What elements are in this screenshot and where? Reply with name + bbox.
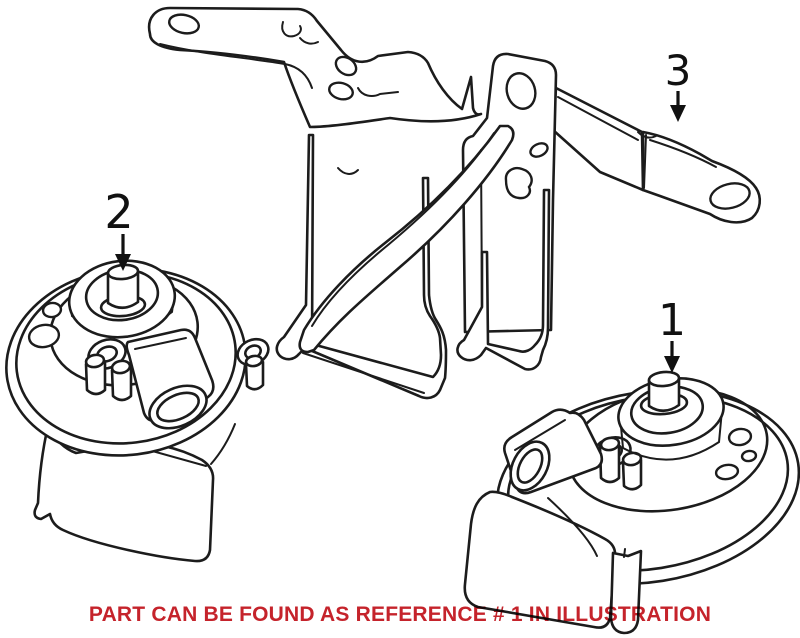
horn-left-post [106, 270, 140, 310]
bracket-strap [298, 124, 515, 354]
bracket-kidney-hole [504, 166, 533, 200]
bracket-right-leg [456, 188, 551, 371]
horn-right-tube [609, 549, 643, 635]
horn-left-connector-socket [148, 384, 208, 430]
horn-right-post [647, 377, 681, 413]
bracket-teardrop-hole-2 [328, 81, 354, 101]
bracket-arm-end-hole [168, 13, 200, 35]
bracket-arm-hole [709, 182, 751, 210]
bracket-squiggle-4 [637, 131, 657, 139]
mounting-bracket-drawing [147, 6, 762, 400]
ref-label-1: 1 [658, 295, 686, 346]
horn-left-terminal [110, 366, 133, 402]
bracket-oval-hole [529, 142, 549, 158]
bracket-teardrop-hole-1 [334, 55, 358, 77]
horn-left-terminal [84, 360, 107, 396]
horn-right-connector-socket [509, 440, 551, 492]
horn-right-terminal [621, 458, 643, 491]
reference-labels: 2 1 3 [104, 46, 691, 373]
bracket-squiggle-2 [357, 87, 399, 97]
horn-left-drawing [5, 259, 270, 563]
ref-label-3: 3 [665, 46, 692, 95]
bracket-left-leg [275, 133, 448, 400]
bracket-tab-hole [505, 72, 537, 110]
bracket-left-arm [147, 6, 483, 129]
bracket-squiggle-1 [281, 21, 319, 45]
caption-text: PART CAN BE FOUND AS REFERENCE # 1 IN IL… [88, 603, 712, 626]
ref-label-2: 2 [104, 185, 133, 239]
bracket-right-arm [641, 130, 762, 224]
bracket-fold [551, 86, 645, 192]
horn-right-drawing [463, 370, 800, 635]
horn-right-terminal [598, 444, 621, 484]
bracket-squiggle-3 [337, 167, 359, 175]
